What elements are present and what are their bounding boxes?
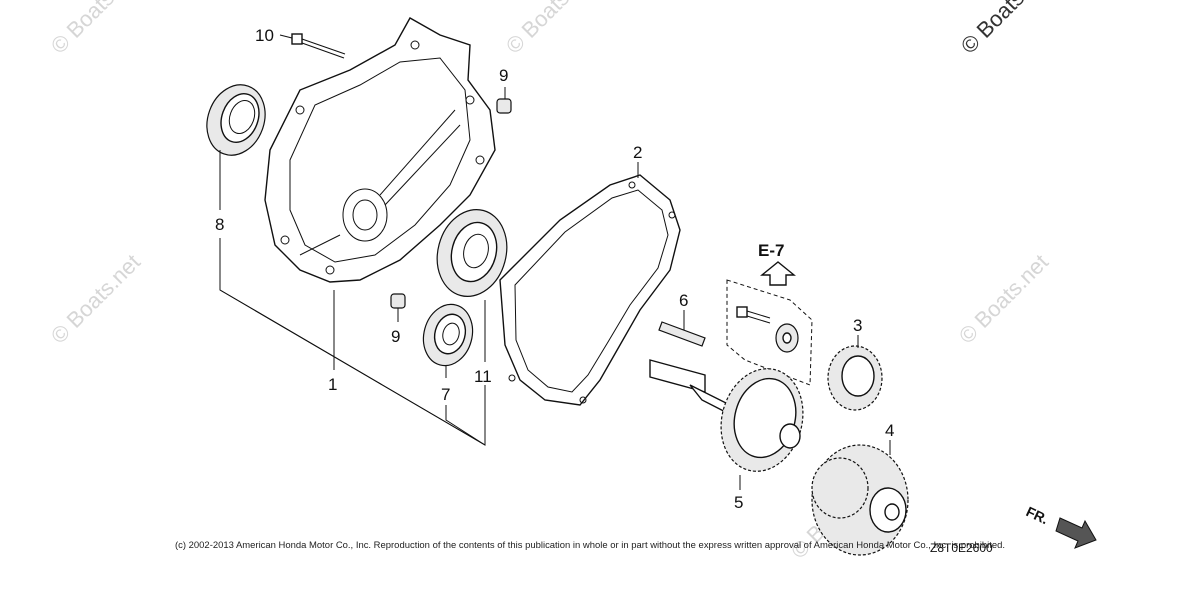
callout-6: 6	[679, 291, 688, 310]
part-8-oil-seal	[206, 84, 266, 156]
part-4-compound-gear	[811, 444, 909, 556]
part-11-bearing	[436, 208, 508, 298]
watermark: © Boats.net	[501, 0, 600, 59]
front-direction-indicator: FR.	[1024, 503, 1097, 549]
part-1-gear-case-cover	[264, 17, 496, 283]
part-3-small-gear	[827, 345, 883, 411]
part-2-gasket	[499, 174, 681, 406]
callout-10: 10	[255, 26, 274, 45]
callout-5: 5	[734, 493, 743, 512]
watermark: © Boats.net	[46, 0, 145, 59]
up-arrow-icon	[760, 261, 796, 286]
reference-box	[726, 279, 813, 386]
part-9-dowel-pin-upper	[496, 98, 512, 114]
callout-9-upper: 9	[499, 66, 508, 85]
callout-1: 1	[328, 375, 337, 394]
front-label: FR.	[1024, 503, 1051, 527]
callout-7: 7	[441, 385, 450, 404]
arrow-icon	[1055, 517, 1097, 549]
watermark: © Boats.net	[956, 0, 1055, 59]
callout-2: 2	[633, 143, 642, 162]
part-10-bolt	[291, 33, 346, 59]
copyright-notice: (c) 2002-2013 American Honda Motor Co., …	[175, 540, 1005, 550]
callout-11: 11	[474, 367, 492, 386]
diagram-code: Z8T0E2600	[930, 541, 993, 555]
leader-lines	[219, 34, 891, 490]
callout-4: 4	[885, 421, 894, 440]
part-6-key	[658, 321, 706, 347]
callout-3: 3	[853, 316, 862, 335]
part-5-shaft-gear	[649, 359, 804, 472]
callout-9-lower: 9	[391, 327, 400, 346]
reference-label: E-7	[758, 241, 784, 260]
callout-8: 8	[215, 215, 224, 234]
watermark: © Boats.net	[46, 249, 145, 348]
part-7-bearing	[422, 303, 474, 367]
watermark: © Boats.net	[954, 249, 1053, 348]
part-9-dowel-pin-lower	[390, 293, 406, 309]
